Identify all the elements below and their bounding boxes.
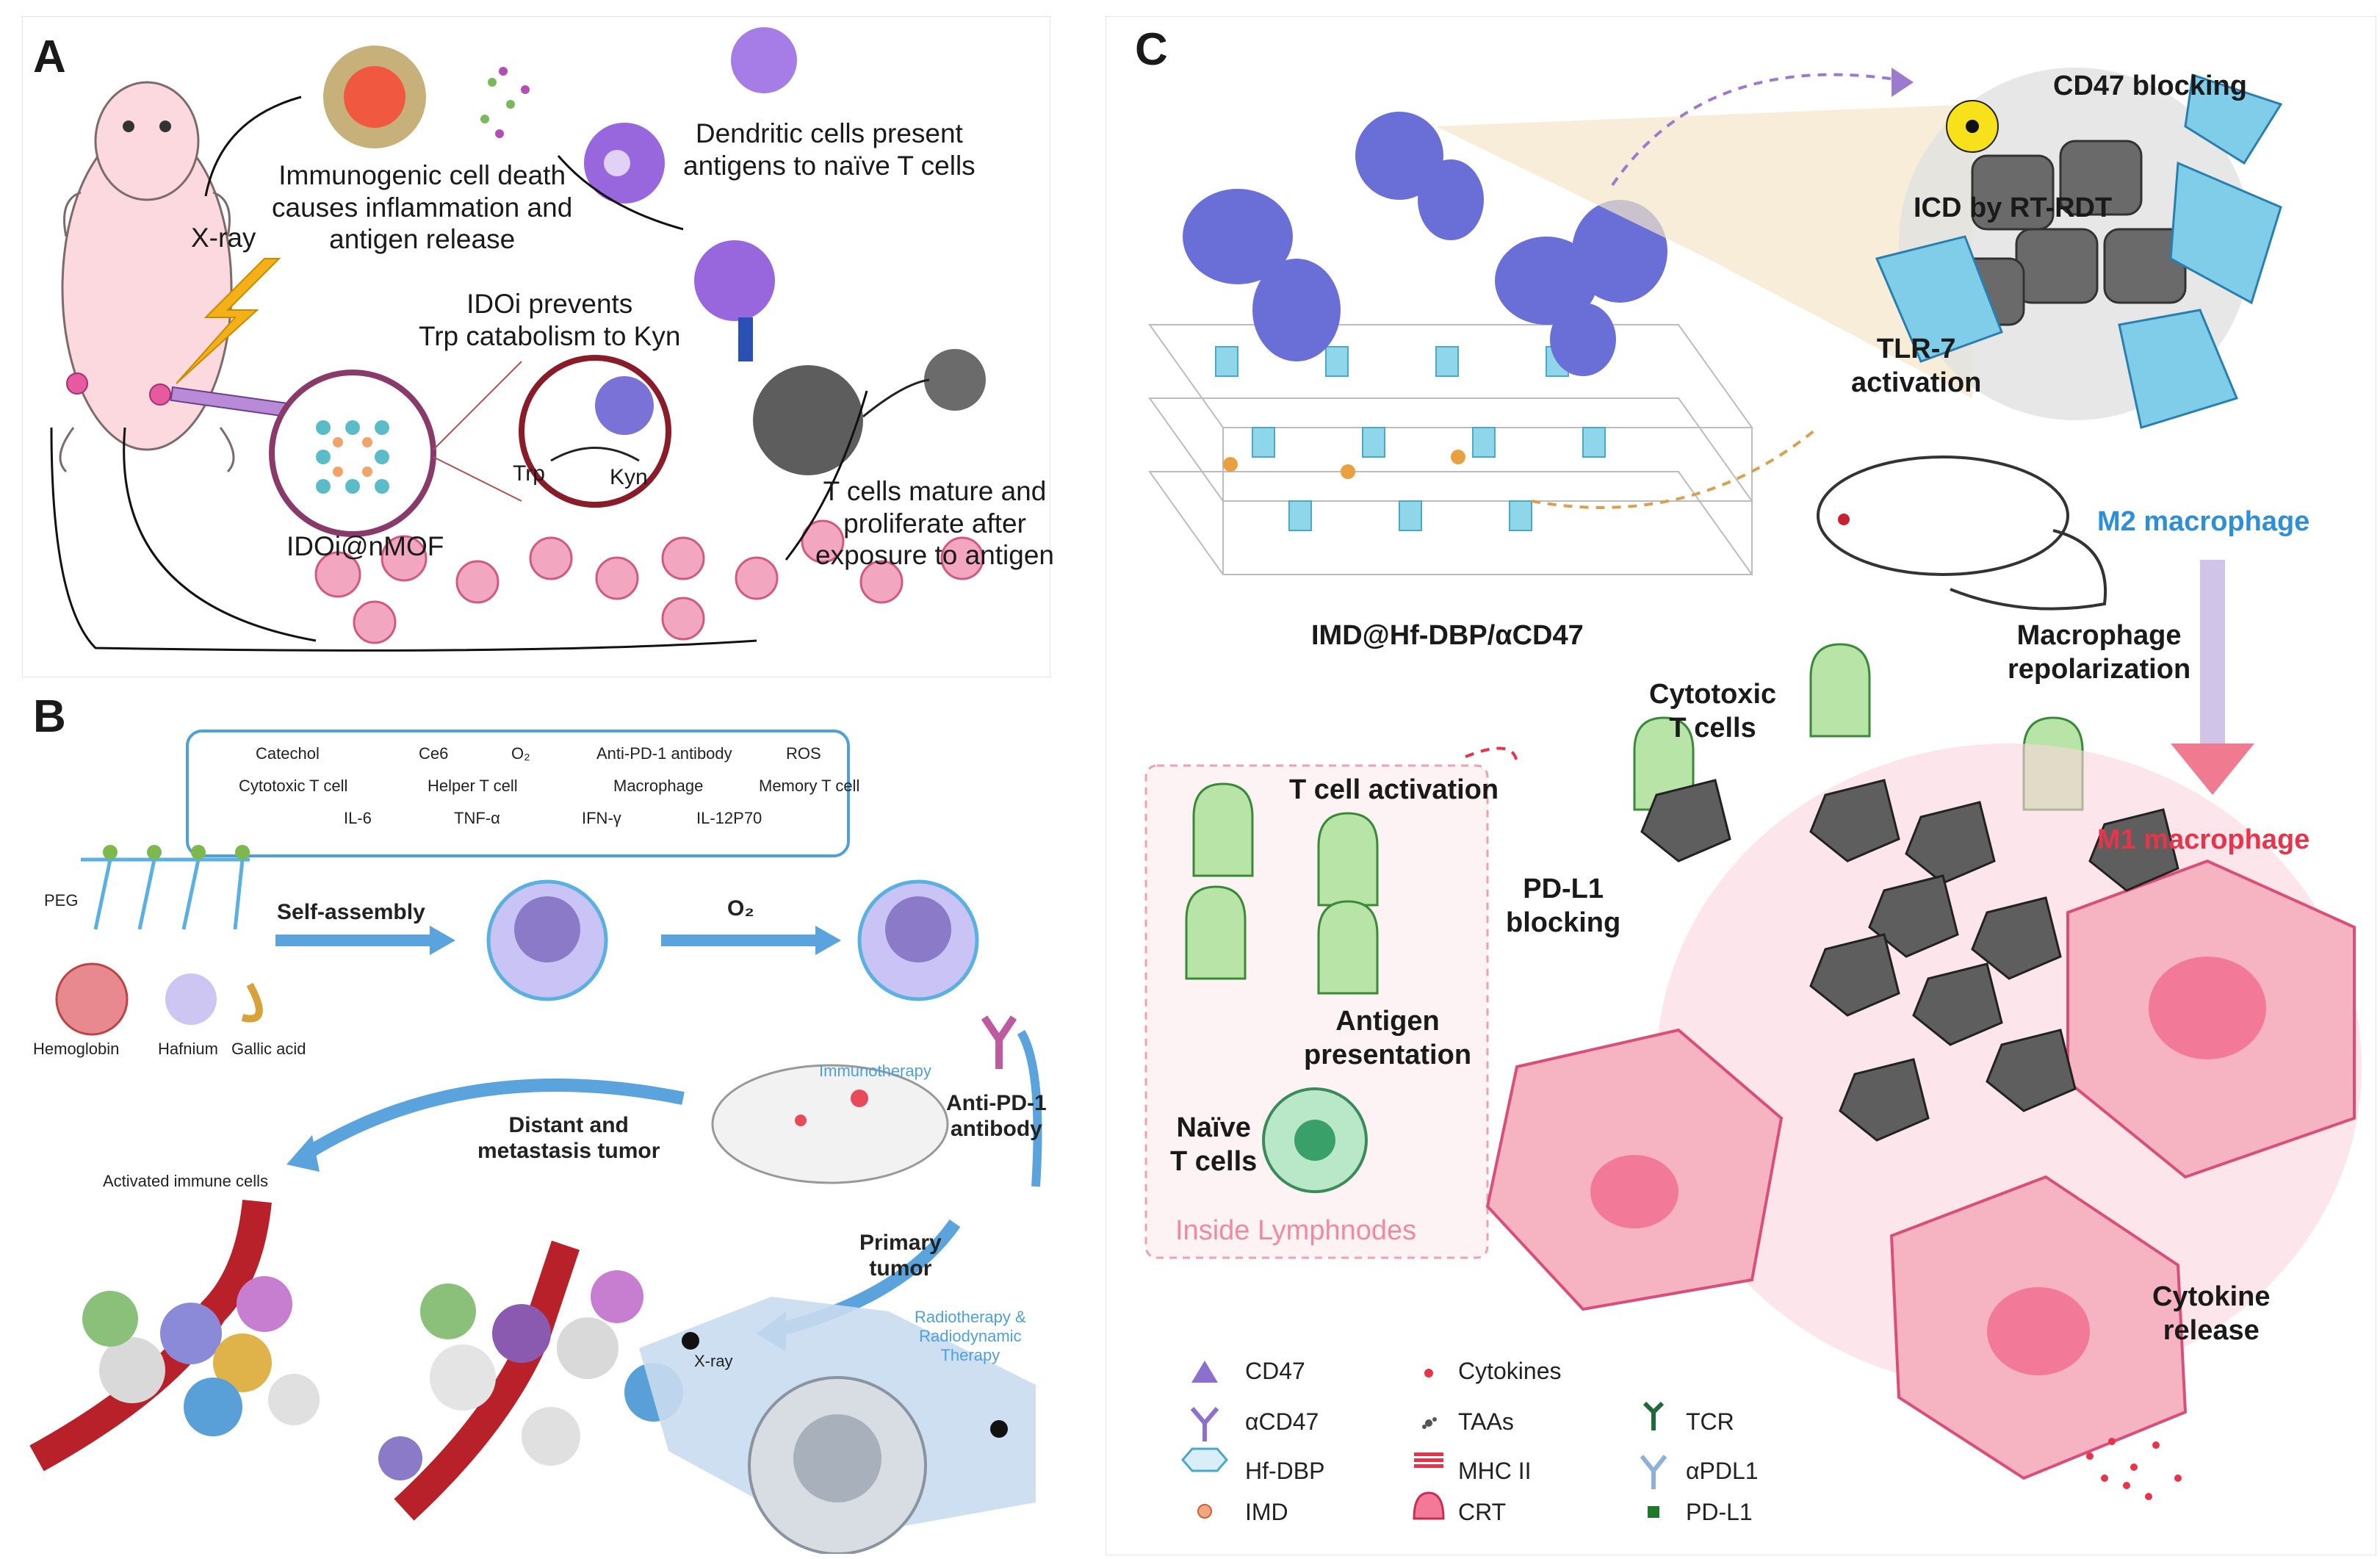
peg-label: PEG [44, 891, 79, 910]
legend-imd: IMD [1245, 1499, 1288, 1525]
triangle-icon [1191, 1361, 1218, 1383]
icd-label: ICD by RT-RDT [1914, 192, 2113, 223]
legend-ros: ROS [786, 744, 821, 763]
immunotherapy-label: Immunotherapy [819, 1062, 931, 1080]
cytotoxic-label: Cytotoxic T cells [1649, 679, 1777, 744]
legend-taas: TAAs [1458, 1408, 1514, 1435]
primary-tumor-label: Primary tumor [859, 1231, 942, 1281]
panel-a-artwork [21, 15, 1051, 678]
legend-macrophage: Macrophage [613, 777, 704, 795]
tcell-activation-label: T cell activation [1289, 774, 1499, 805]
m2-macrophage-icon [1875, 73, 2283, 429]
tlr7-label: TLR-7 activation [1851, 334, 1982, 399]
panel-b-artwork [22, 687, 1058, 1555]
legend-acd47: αCD47 [1245, 1408, 1319, 1435]
panel-b-letter: B [33, 691, 66, 742]
panel-c-artwork [1105, 15, 2377, 1556]
cd47-blocking-label: CD47 blocking [2053, 71, 2247, 101]
lymphnode-box [1144, 764, 1489, 1259]
dendritic-cell-icon [584, 27, 797, 361]
legend-catechol: Catechol [256, 744, 320, 763]
dot-icon [1424, 1369, 1433, 1378]
legend-hf-dbp: Hf-DBP [1245, 1458, 1325, 1484]
t-cell-icon [1185, 643, 2084, 995]
legend-icons [1181, 1361, 1667, 1520]
legend-tnf: TNF-α [454, 809, 500, 827]
legend-tcr: TCR [1686, 1408, 1734, 1435]
kyn-label: Kyn [610, 465, 648, 489]
mof-label: IDOi@nMOF [286, 531, 444, 561]
mouse-icon [711, 1064, 949, 1184]
legend-cytotoxic: Cytotoxic T cell [239, 777, 348, 795]
dot-icon [1197, 1504, 1212, 1519]
hexagon-icon [1181, 1447, 1228, 1472]
legend-helper: Helper T cell [428, 777, 518, 795]
repolarization-arrow [2171, 744, 2254, 795]
legend-ce6: Ce6 [419, 744, 449, 763]
legend-il12: IL-12P70 [696, 809, 762, 827]
m1-label: M1 macrophage [2097, 824, 2310, 855]
m2-label: M2 macrophage [2097, 506, 2310, 537]
peg-scaffold-icon [81, 857, 250, 930]
legend-il6: IL-6 [344, 809, 372, 827]
legend-mhc: MHC II [1458, 1458, 1532, 1484]
t-cell-icon [753, 365, 863, 475]
panel-b: B Catechol Ce6 O₂ Anti-PD-1 antibody ROS… [22, 687, 1058, 1555]
radiotherapy-label: Radiotherapy & Radiodynamic Therapy [915, 1308, 1026, 1364]
legend-crt: CRT [1458, 1499, 1507, 1525]
legend-apdl1: αPDL1 [1686, 1458, 1759, 1484]
self-assembly-label: Self-assembly [277, 900, 425, 924]
construct-label: IMD@Hf-DBP/αCD47 [1311, 620, 1584, 651]
particle-icon [1422, 1417, 1437, 1429]
immune-cells-cluster [29, 1199, 320, 1472]
stripes-icon [1414, 1452, 1443, 1468]
legend-cd47: CD47 [1245, 1358, 1305, 1384]
panel-c-letter: C [1135, 24, 1168, 75]
hemoglobin-label: Hemoglobin [33, 1040, 120, 1058]
icd-label: Immunogenic cell death causes inflammati… [272, 160, 573, 255]
trp-label: Trp [513, 461, 545, 486]
cytokine-dots [2086, 1438, 2182, 1500]
hafnium-label: Hafnium [158, 1040, 218, 1058]
activated-cells-label: Activated immune cells [103, 1172, 268, 1190]
panel-c: C CD47 blocking ICD by RT-RDT TLR-7 acti… [1105, 15, 2377, 1556]
tcells-label: T cells mature and proliferate after exp… [815, 476, 1055, 571]
antibody-icon [1190, 1407, 1219, 1441]
legend-box [186, 730, 850, 857]
xray-label: X-ray [191, 223, 256, 253]
legend-pdl1: PD-L1 [1686, 1499, 1753, 1525]
xray-label: X-ray [694, 1352, 733, 1370]
mouse-icon [1817, 456, 2069, 576]
idoi-label: IDOi prevents Trp catabolism to Kyn [419, 289, 681, 351]
dome-icon [1413, 1491, 1445, 1520]
antibody-protein-icon [1183, 112, 1667, 376]
antibody-icon [981, 1015, 1017, 1069]
radiation-icon [682, 1332, 1008, 1438]
pdl1-blocking-label: PD-L1 blocking [1506, 874, 1621, 939]
naive-label: Naïve T cells [1170, 1112, 1258, 1178]
antibody-icon [1640, 1455, 1667, 1489]
cytokine-release-label: Cytokine release [2152, 1281, 2271, 1347]
receptor-icon [1642, 1401, 1665, 1430]
legend-anti-pd1: Anti-PD-1 antibody [596, 744, 732, 763]
legend-o2: O₂ [511, 744, 530, 763]
legend-ifn: IFN-γ [582, 809, 621, 827]
mof-lattice-icon [1148, 324, 1753, 575]
dc-label: Dendritic cells present antigens to naïv… [683, 118, 976, 181]
distant-tumor-label: Distant and metastasis tumor [477, 1113, 660, 1163]
lymphnodes-label: Inside Lymphnodes [1175, 1215, 1417, 1246]
gallic-acid-label: Gallic acid [231, 1040, 306, 1058]
repolarization-label: Macrophage repolarization [2008, 620, 2191, 685]
legend-cytokines: Cytokines [1458, 1358, 1562, 1384]
panel-a-letter: A [33, 32, 66, 82]
o2-label: O₂ [727, 896, 754, 921]
nanoparticle-icon [486, 879, 979, 1001]
antigen-label: Antigen presentation [1304, 1006, 1472, 1071]
square-icon [1648, 1506, 1659, 1518]
panel-a: A X-ray Immunogenic cell death causes in… [21, 15, 1054, 678]
lightning-icon [176, 258, 281, 384]
legend-memory: Memory T cell [759, 777, 860, 795]
anti-pd1-label: Anti-PD-1 antibody [946, 1091, 1047, 1141]
